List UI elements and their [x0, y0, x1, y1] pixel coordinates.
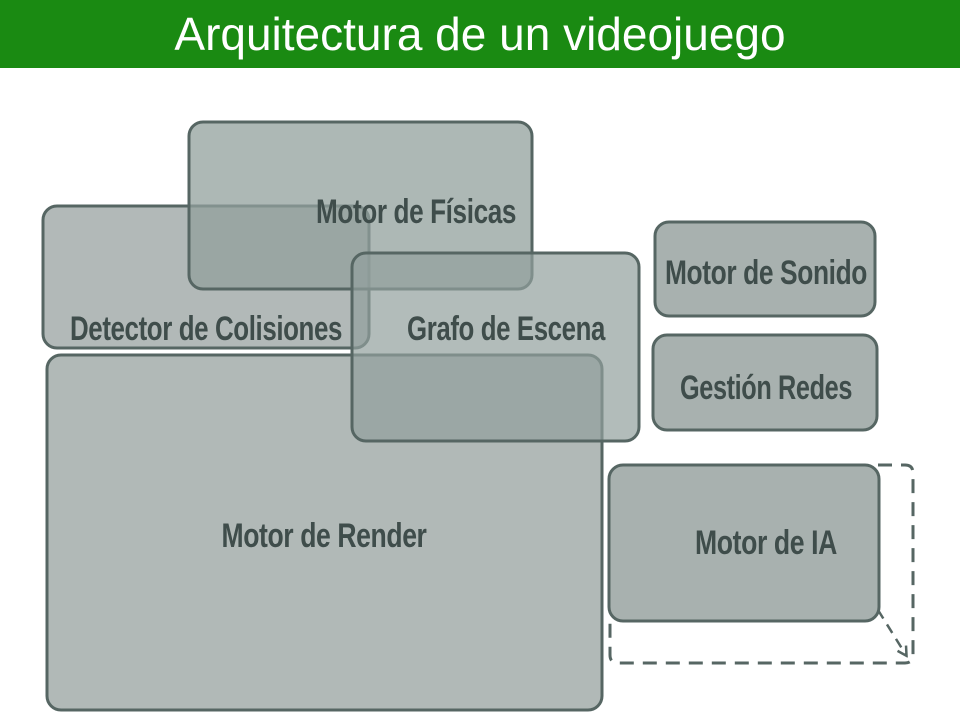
label-gestion-redes: Gestión Redes: [680, 369, 852, 407]
title-bar: Arquitectura de un videojuego: [0, 0, 960, 68]
box-grafo-escena: [350, 251, 641, 443]
label-grafo-escena: Grafo de Escena: [407, 310, 606, 348]
label-detector-colisiones: Detector de Colisiones: [70, 310, 342, 348]
box-motor-sonido: [653, 220, 877, 318]
box-gestion-redes: [651, 333, 879, 432]
label-motor-sonido: Motor de Sonido: [665, 254, 867, 292]
ia-loop-connector: [608, 463, 915, 665]
slide-title: Arquitectura de un videojuego: [174, 8, 786, 60]
ia-loop-arrow: [876, 609, 906, 655]
label-motor-fisicas: Motor de Físicas: [316, 193, 516, 231]
box-motor-ia: [607, 463, 881, 623]
label-motor-render: Motor de Render: [222, 517, 427, 555]
box-motor-render: [45, 353, 604, 712]
label-motor-ia: Motor de IA: [695, 524, 837, 562]
